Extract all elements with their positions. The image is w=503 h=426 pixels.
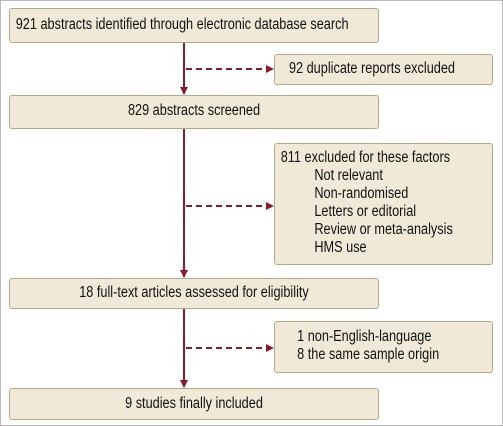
fulltext-excluded-box: 1 non-English-language 8 the same sample… bbox=[274, 321, 493, 373]
fulltext-excluded-item: 1 non-English-language bbox=[297, 328, 432, 345]
duplicates-box: 92 duplicate reports excluded bbox=[274, 54, 493, 85]
fulltext-excluded-item: 8 the same sample origin bbox=[297, 346, 440, 363]
included-box: 9 studies finally included bbox=[9, 388, 379, 420]
fulltext-text: 18 full-text articles assessed for eligi… bbox=[79, 284, 309, 301]
excluded-header: 811 excluded for these factors bbox=[280, 149, 451, 166]
fulltext-box: 18 full-text articles assessed for eligi… bbox=[9, 278, 379, 309]
screened-text: 829 abstracts screened bbox=[127, 102, 261, 119]
excluded-factor: Not relevant bbox=[314, 167, 383, 184]
excluded-factor: HMS use bbox=[314, 239, 367, 256]
screened-box: 829 abstracts screened bbox=[9, 95, 379, 129]
excluded-factors-box: 811 excluded for these factors Not relev… bbox=[274, 143, 493, 265]
identified-box: 921 abstracts identified through electro… bbox=[9, 8, 379, 43]
excluded-factor: Letters or editorial bbox=[314, 203, 417, 220]
duplicates-text: 92 duplicate reports excluded bbox=[288, 60, 455, 77]
excluded-factor: Review or meta-analysis bbox=[314, 221, 453, 238]
included-text: 9 studies finally included bbox=[125, 395, 263, 412]
excluded-factor: Non-randomised bbox=[314, 185, 409, 202]
identified-text: 921 abstracts identified through electro… bbox=[15, 16, 349, 33]
